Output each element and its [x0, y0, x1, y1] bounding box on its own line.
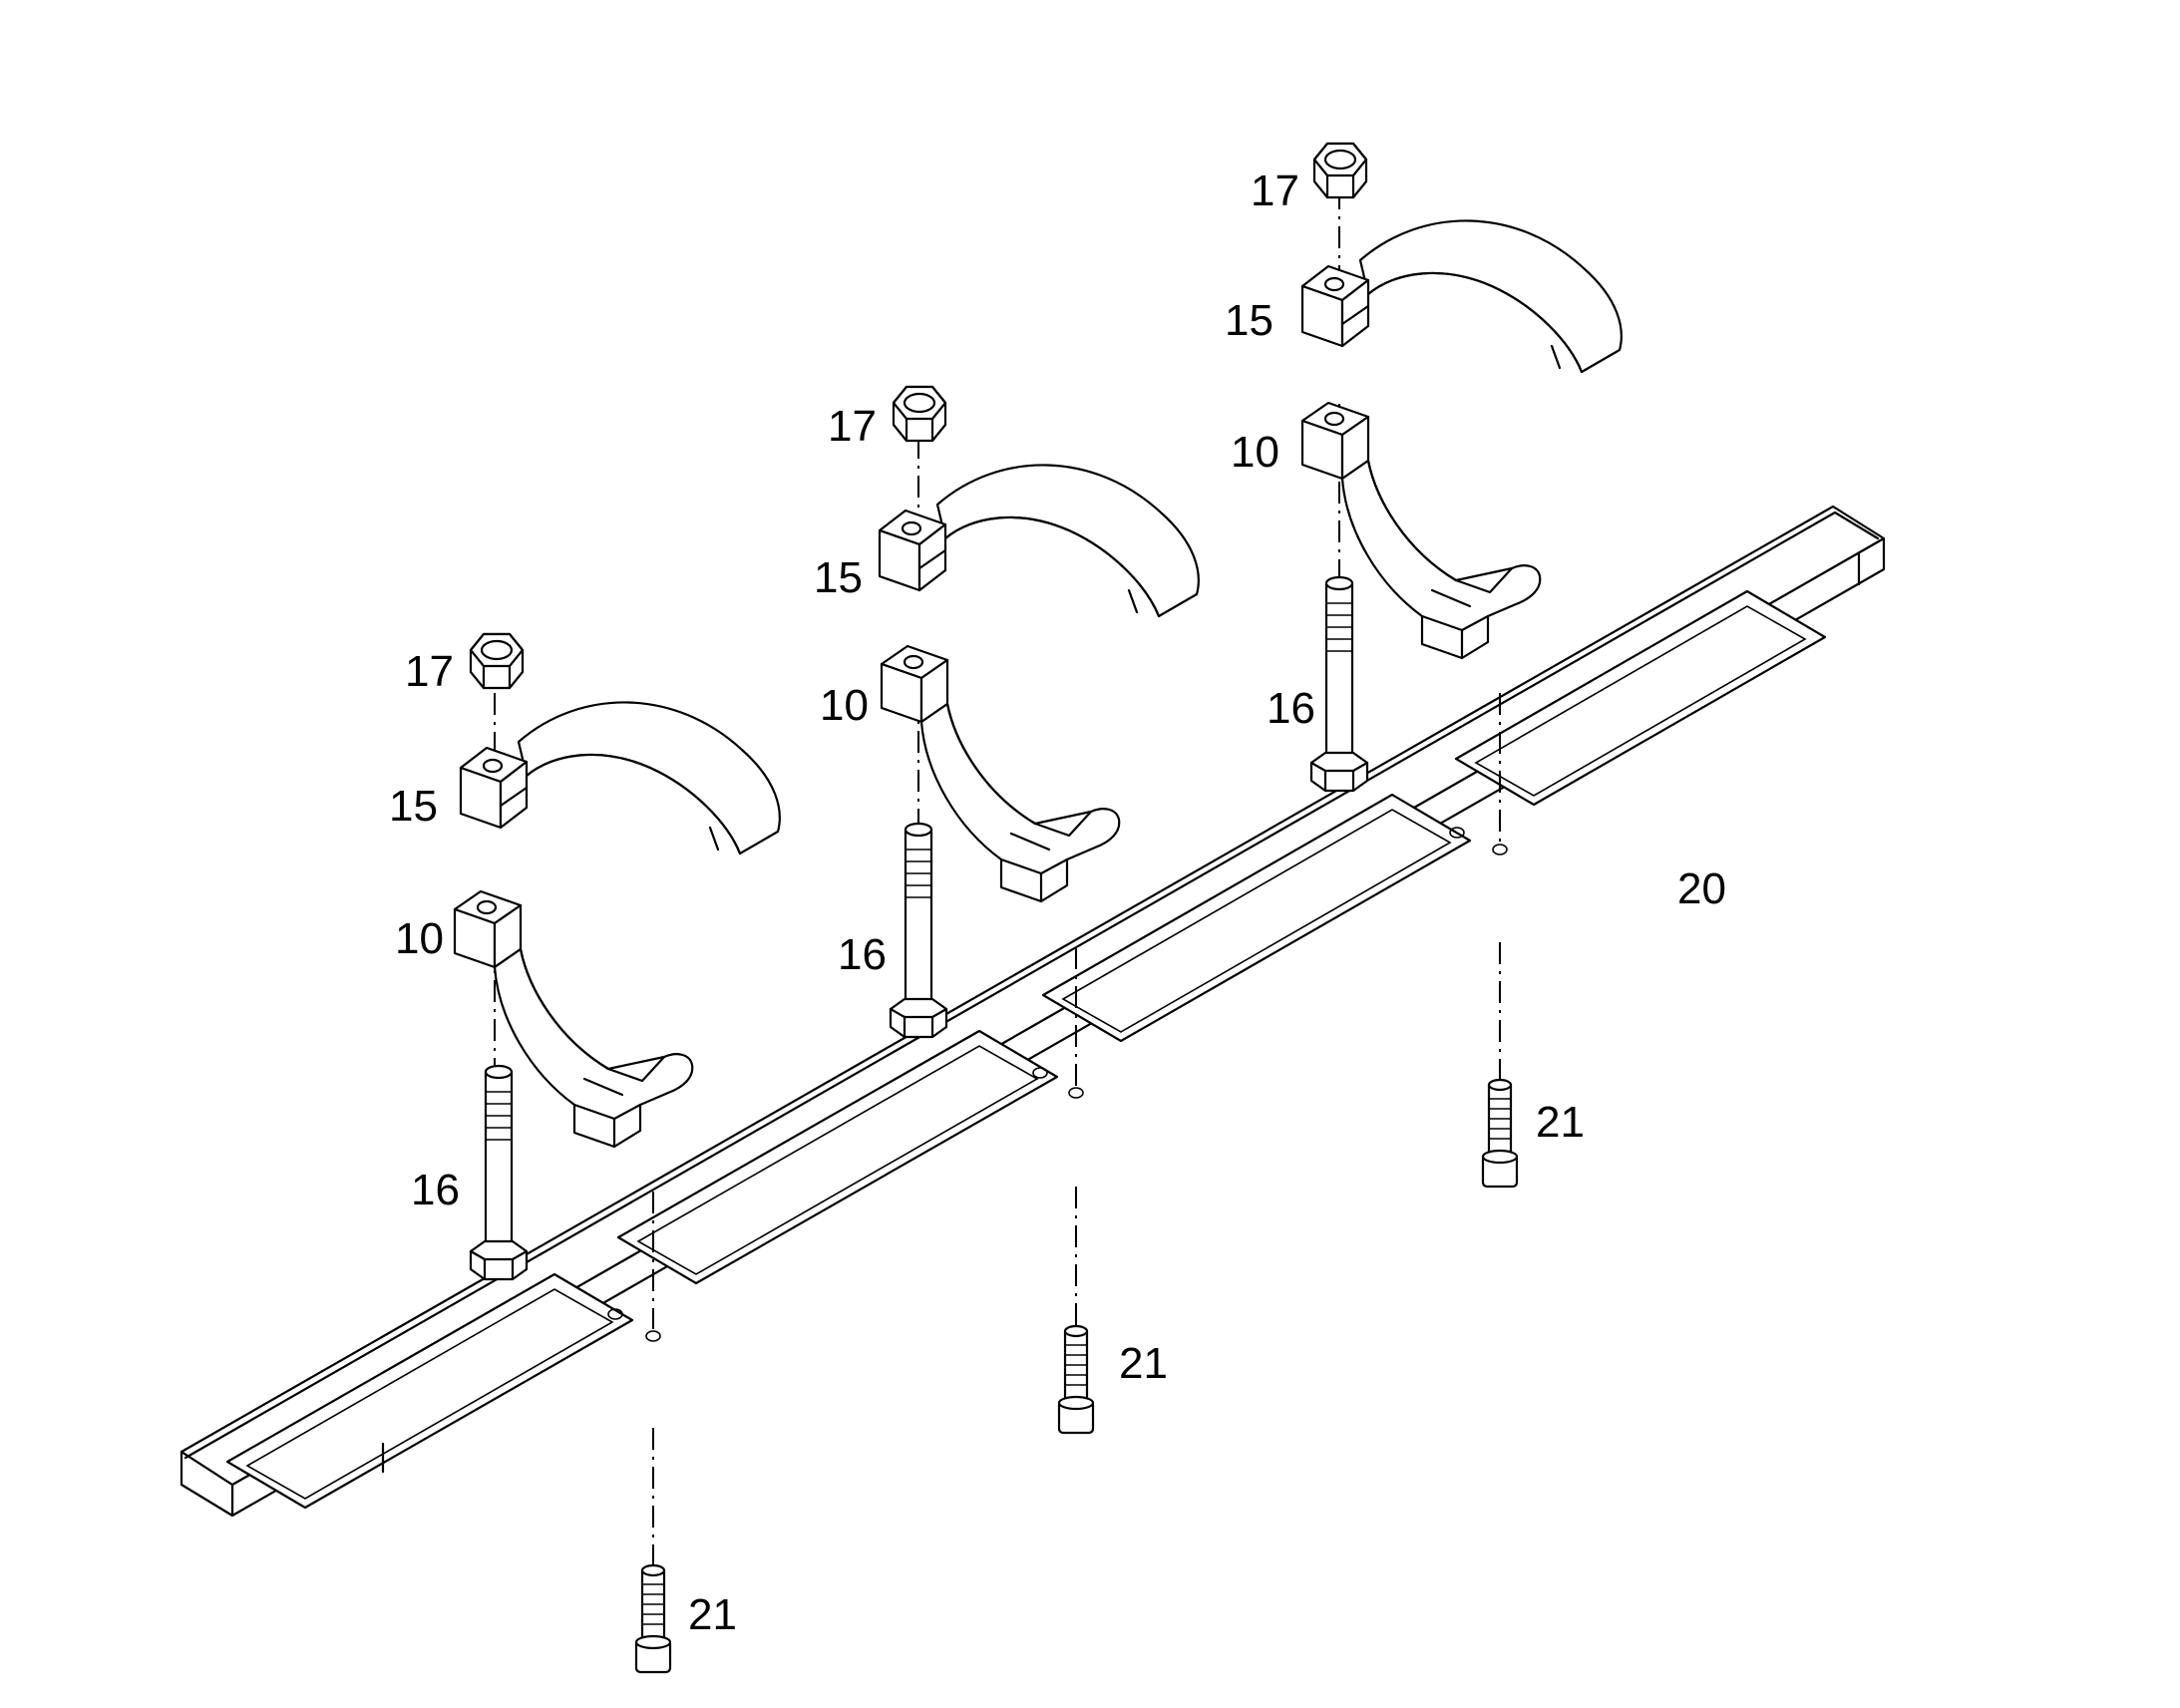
upper-clamp-half-left	[459, 701, 781, 855]
hex-bolt-right	[1309, 575, 1369, 793]
cap-screw-right	[1481, 1078, 1519, 1189]
callout-left-upper-clamp: 15	[389, 782, 438, 831]
callout-right-upper-clamp: 15	[1225, 296, 1273, 345]
assembly-center-lines	[494, 187, 1501, 1567]
mounting-rail	[180, 505, 1886, 1518]
cap-screw-left	[634, 1563, 672, 1674]
callout-middle-upper-clamp: 15	[814, 553, 863, 602]
callout-left-screw: 21	[688, 1590, 737, 1639]
hex-bolt-left	[469, 1064, 529, 1281]
callout-right-bolt: 16	[1267, 684, 1315, 733]
callout-left-lower-clamp: 10	[395, 914, 444, 963]
callout-right-nut: 17	[1251, 167, 1299, 215]
callout-right-lower-clamp: 10	[1231, 428, 1279, 477]
cap-screw-middle	[1057, 1324, 1095, 1435]
upper-clamp-half-right	[1300, 219, 1623, 374]
hex-nut-middle	[892, 385, 947, 443]
callout-middle-nut: 17	[828, 402, 877, 451]
callout-middle-screw: 21	[1119, 1339, 1168, 1388]
upper-clamp-half-middle	[878, 464, 1200, 618]
callout-rail: 20	[1677, 864, 1726, 913]
callout-middle-lower-clamp: 10	[820, 681, 869, 730]
callout-left-nut: 17	[405, 647, 454, 696]
callout-right-screw: 21	[1536, 1098, 1585, 1147]
hex-nut-right	[1312, 142, 1368, 199]
hex-bolt-middle	[889, 822, 948, 1039]
callout-middle-bolt: 16	[838, 930, 887, 979]
callout-labels: 17 15 10 16 17 15 10 16 17 15 10 16 20 2…	[389, 167, 1726, 1639]
hex-nut-left	[469, 632, 525, 690]
callout-left-bolt: 16	[411, 1166, 460, 1214]
